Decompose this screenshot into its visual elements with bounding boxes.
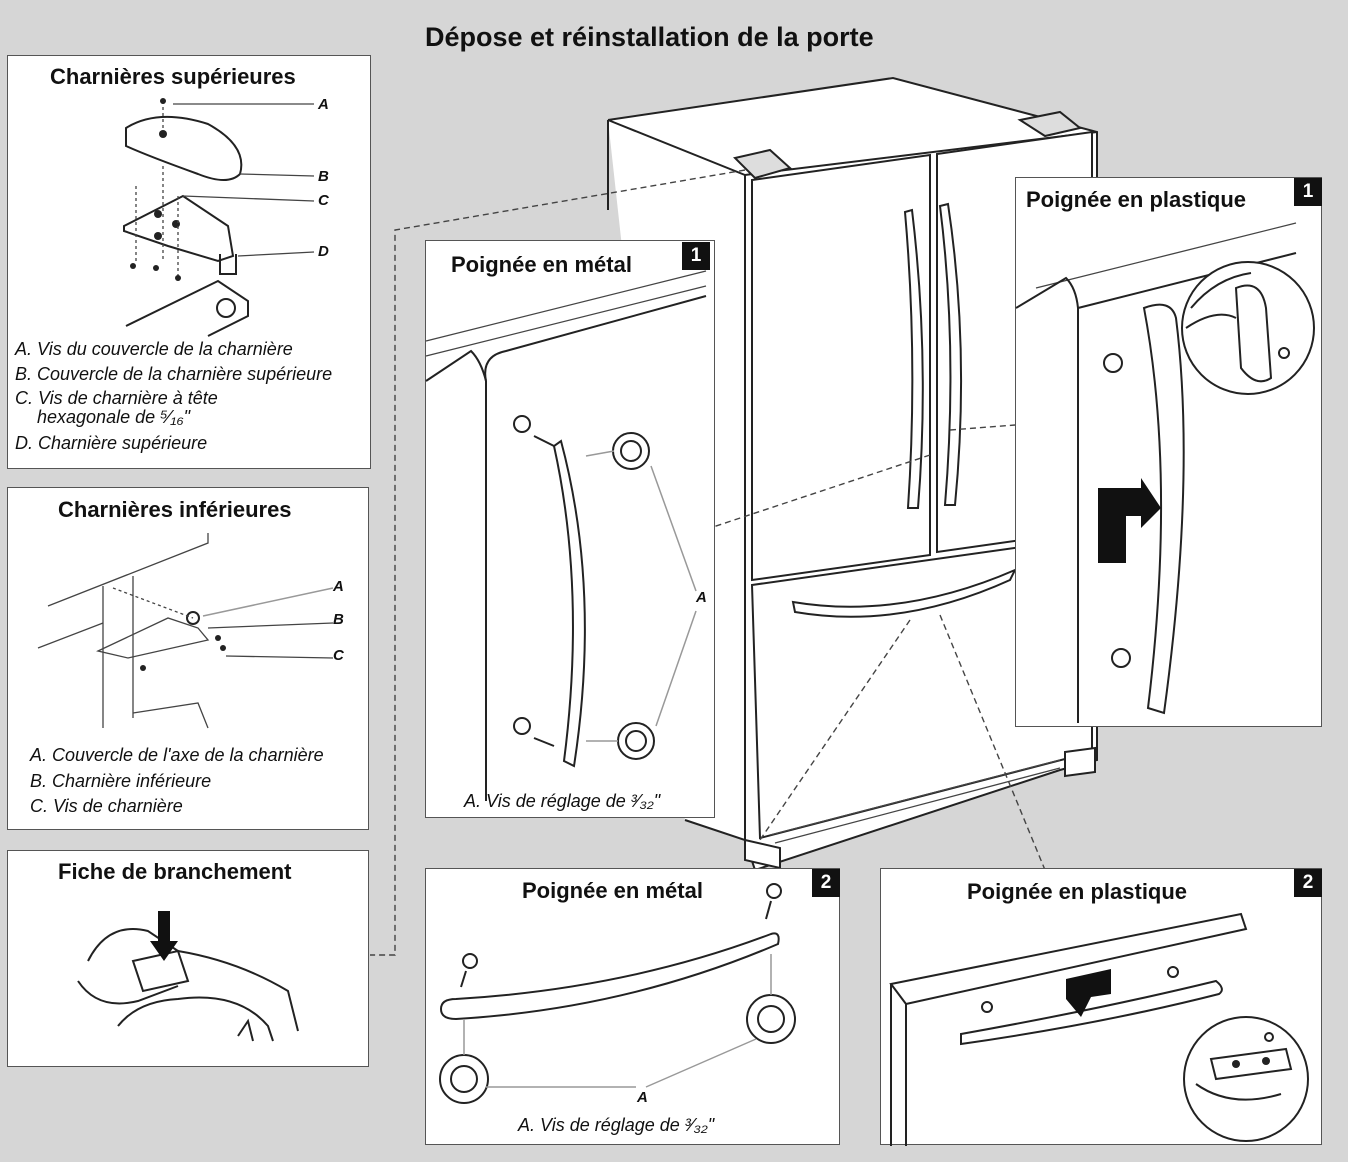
plastic-handle-2-panel: Poignée en plastique 2: [880, 868, 1322, 1146]
step-badge: 1: [682, 242, 710, 270]
label-a: A: [333, 578, 344, 595]
label-a: A: [318, 96, 329, 113]
top-hinges-title: Charnières supérieures: [50, 64, 296, 89]
plastic-handle-1-illustration: [1015, 222, 1315, 723]
plastic-handle-2-illustration: [889, 912, 1309, 1146]
caption-a: A. Vis de réglage de ³⁄₃₂": [464, 791, 661, 811]
caption-b: B. Charnière inférieure: [30, 771, 212, 791]
label-c: C: [333, 647, 344, 664]
caption-c: C. Vis de charnière: [30, 796, 183, 816]
label-c: C: [318, 192, 329, 209]
step-badge: 2: [1294, 869, 1322, 897]
plastic-handle-2-title: Poignée en plastique: [967, 879, 1188, 904]
page-title: Dépose et réinstallation de la porte: [425, 22, 874, 52]
label-d: D: [318, 243, 329, 260]
label-b: B: [333, 611, 344, 628]
bottom-hinge-illustration: [37, 533, 334, 729]
plastic-handle-1-title: Poignée en plastique: [1026, 187, 1247, 212]
plug-title: Fiche de branchement: [58, 859, 292, 884]
top-hinges-panel: Charnières supérieures A B C D A. Vis du…: [7, 55, 371, 469]
metal-handle-1-panel: Poignée en métal 1 A A. Vis de réglage d…: [425, 240, 715, 818]
step-badge: 2: [812, 869, 840, 897]
label-b: B: [318, 168, 329, 185]
plug-panel: Fiche de branchement: [7, 850, 369, 1067]
bottom-hinges-panel: Charnières inférieures A B C A. Couvercl…: [7, 487, 369, 830]
metal-handle-2-title: Poignée en métal: [522, 878, 703, 903]
caption-d: D. Charnière supérieure: [15, 433, 208, 453]
metal-handle-2-panel: Poignée en métal 2 A A. Vis de réglage d…: [425, 868, 840, 1145]
label-a: A: [696, 589, 707, 606]
top-hinge-illustration: [123, 98, 315, 337]
metal-handle-1-illustration: [425, 270, 707, 801]
caption-b: B. Couvercle de la charnière supérieure: [15, 364, 333, 384]
caption-a: A. Vis du couvercle de la charnière: [15, 339, 293, 359]
plastic-handle-1-panel: Poignée en plastique 1: [1015, 177, 1322, 727]
metal-handle-2-illustration: [439, 883, 796, 1104]
step-badge: 1: [1294, 178, 1322, 206]
caption-a: A. Vis de réglage de ³⁄₃₂": [518, 1115, 715, 1135]
caption-a: A. Couvercle de l'axe de la charnière: [30, 745, 324, 765]
metal-handle-1-title: Poignée en métal: [451, 252, 632, 277]
bottom-hinges-title: Charnières inférieures: [58, 497, 292, 522]
plug-illustration: [77, 911, 299, 1042]
caption-c: C. Vis de charnière à tête: [15, 388, 218, 408]
label-a: A: [637, 1089, 648, 1106]
caption-c-cont: hexagonale de ⁵⁄₁₆": [37, 407, 190, 427]
